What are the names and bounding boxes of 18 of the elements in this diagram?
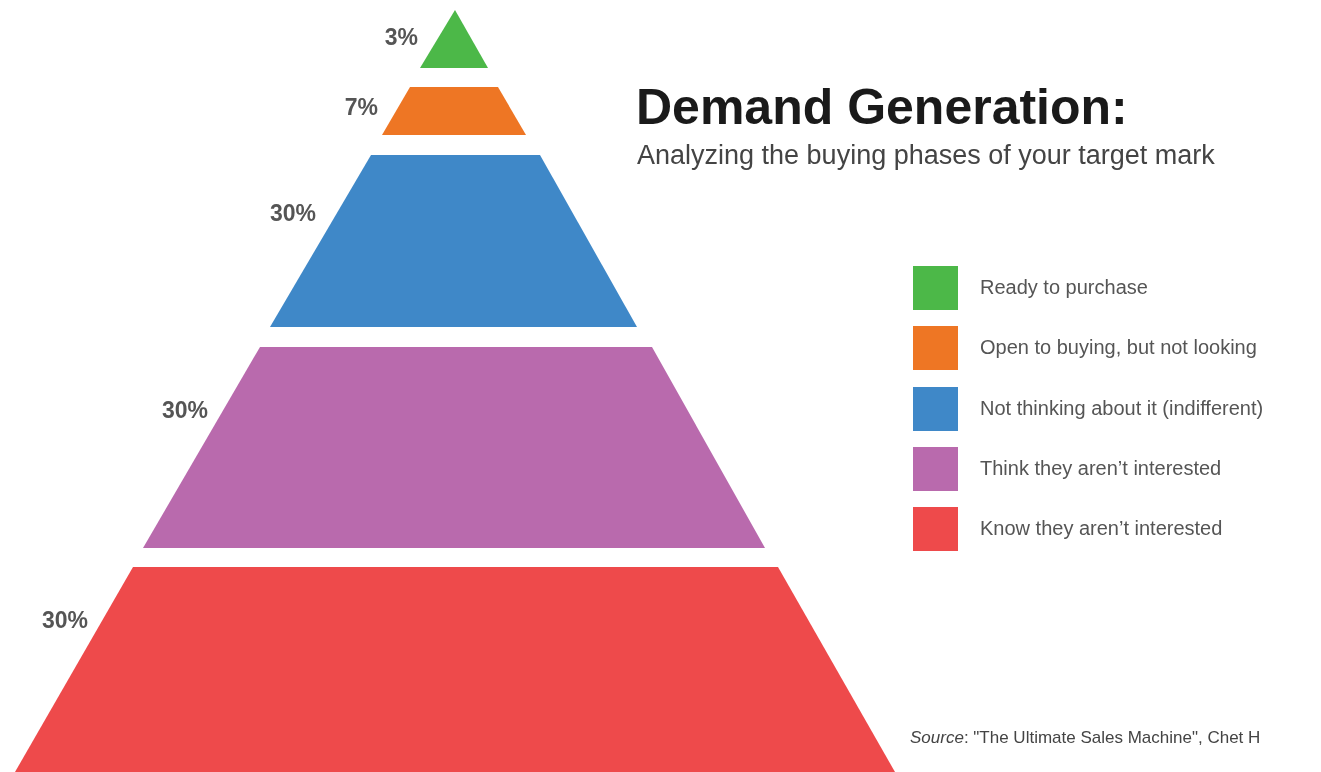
legend-label: Not thinking about it (indifferent) [980,396,1264,420]
legend-label: Ready to purchase [980,276,1148,299]
percentage-label: 30% [41,607,88,634]
percentage-label: 7% [344,94,378,121]
percentage-label: 30% [269,200,316,227]
pyramid-segment [420,10,488,68]
legend-label: Think they aren’t interested [980,456,1222,480]
title: Demand Generation: [636,78,1128,136]
legend-label: Open to buying, but not looking [980,336,1257,360]
pyramid-segment [270,155,637,327]
percentage-label: 3% [384,24,418,51]
pyramid-segment [143,347,765,548]
subtitle: Analyzing the buying phases of your target mark [637,140,1215,171]
source-note: Source: "The Ultimate Sales Machine", Chet H [910,728,1261,748]
pyramid-segment [382,87,526,135]
pyramid-segment [15,567,895,772]
percentage-label: 30% [161,397,208,424]
legend-label: Know they aren’t interested [980,517,1223,541]
